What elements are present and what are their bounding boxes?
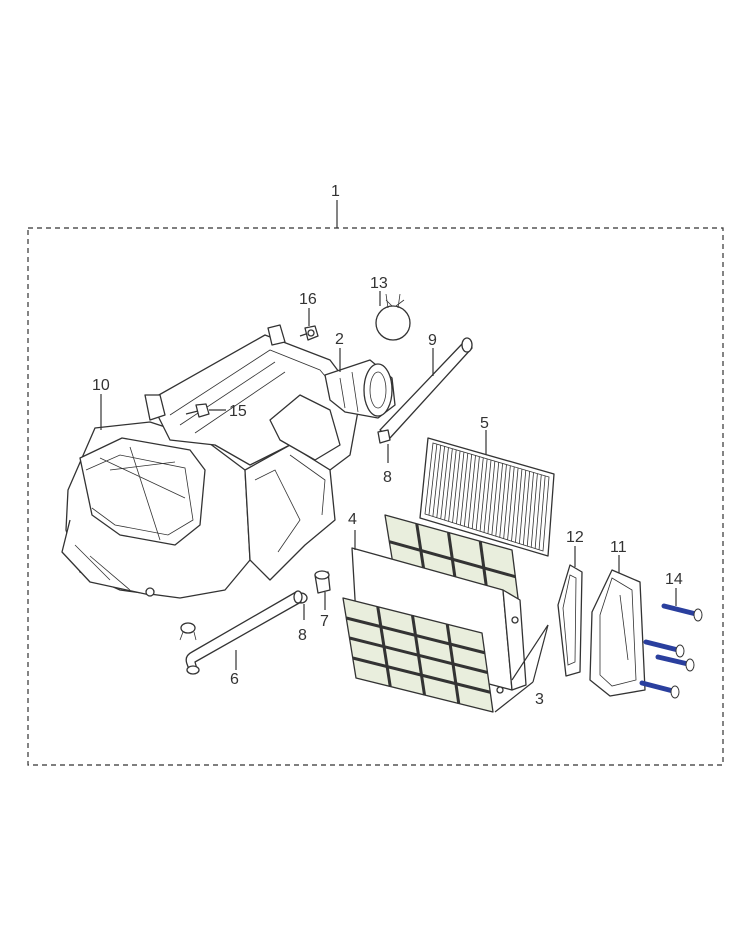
callout-8b: 8 [298,627,307,644]
callout-line-3a [511,624,549,681]
callout-7: 7 [320,613,329,630]
callout-11: 11 [610,539,627,556]
callout-line-3c [532,624,549,683]
callout-6: 6 [230,671,239,688]
callout-9: 9 [428,332,437,349]
callout-15: 15 [229,403,247,420]
assembly-boundary [27,227,724,766]
callout-3: 3 [535,691,544,708]
callout-2: 2 [335,331,344,348]
part-12-gasket [557,564,583,677]
part-7-drain-plug [314,570,331,594]
callout-4: 4 [348,511,357,528]
part-15-bolt [185,403,210,418]
part-8-clip-upper [377,429,391,444]
part-2-intake-boot [324,359,396,419]
part-9-tube [379,337,473,439]
part-11-cover [589,569,646,697]
part-14-clamp [375,293,411,341]
part-16-bolt [299,325,319,341]
part-5-filter-element [419,437,555,557]
callout-line-3b [494,681,534,713]
callout-10: 10 [92,377,110,394]
callout-8a: 8 [383,469,392,486]
callout-14: 13 [370,275,388,292]
part-10-airbox [61,324,361,599]
part-6-drain-hose [179,590,303,675]
callout-12: 12 [566,529,584,546]
callout-5: 5 [480,415,489,432]
part-3-frame-front [342,597,494,713]
part-13-screws [639,603,703,699]
callout-1: 1 [331,183,340,200]
callout-16: 16 [299,291,317,308]
callout-13: 14 [665,571,683,588]
